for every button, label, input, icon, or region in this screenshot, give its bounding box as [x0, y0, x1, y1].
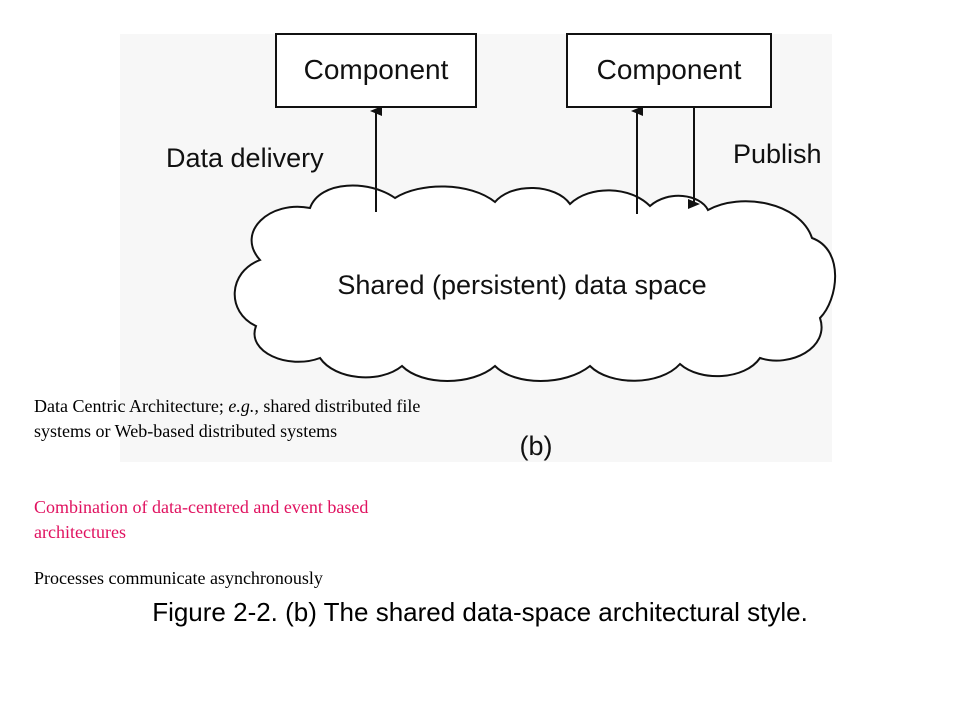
note-async: Processes communicate asynchronously: [34, 568, 323, 588]
component-box-left: [275, 33, 477, 108]
component-label-left: Component: [304, 54, 449, 85]
note-combination: Combination of data-centered and event b…: [34, 497, 369, 542]
publish-label: Publish: [733, 139, 822, 169]
figure-caption: Figure 2-2. (b) The shared data-space ar…: [152, 597, 808, 627]
note-data-centric-text-a: Data Centric Architecture;: [34, 396, 229, 416]
note-data-centric-example: e.g.,: [228, 396, 259, 416]
component-box-right: [566, 33, 772, 108]
data-delivery-label: Data delivery: [166, 143, 324, 173]
component-label-right: Component: [597, 54, 742, 85]
data-space-label: Shared (persistent) data space: [337, 270, 706, 300]
data-space-cloud: [233, 184, 837, 382]
note-data-centric-text-b: shared distributed file systems or Web-b…: [34, 396, 421, 441]
figure-sublabel: (b): [520, 431, 553, 461]
note-data-centric: Data Centric Architecture; e.g., shared …: [34, 394, 434, 444]
